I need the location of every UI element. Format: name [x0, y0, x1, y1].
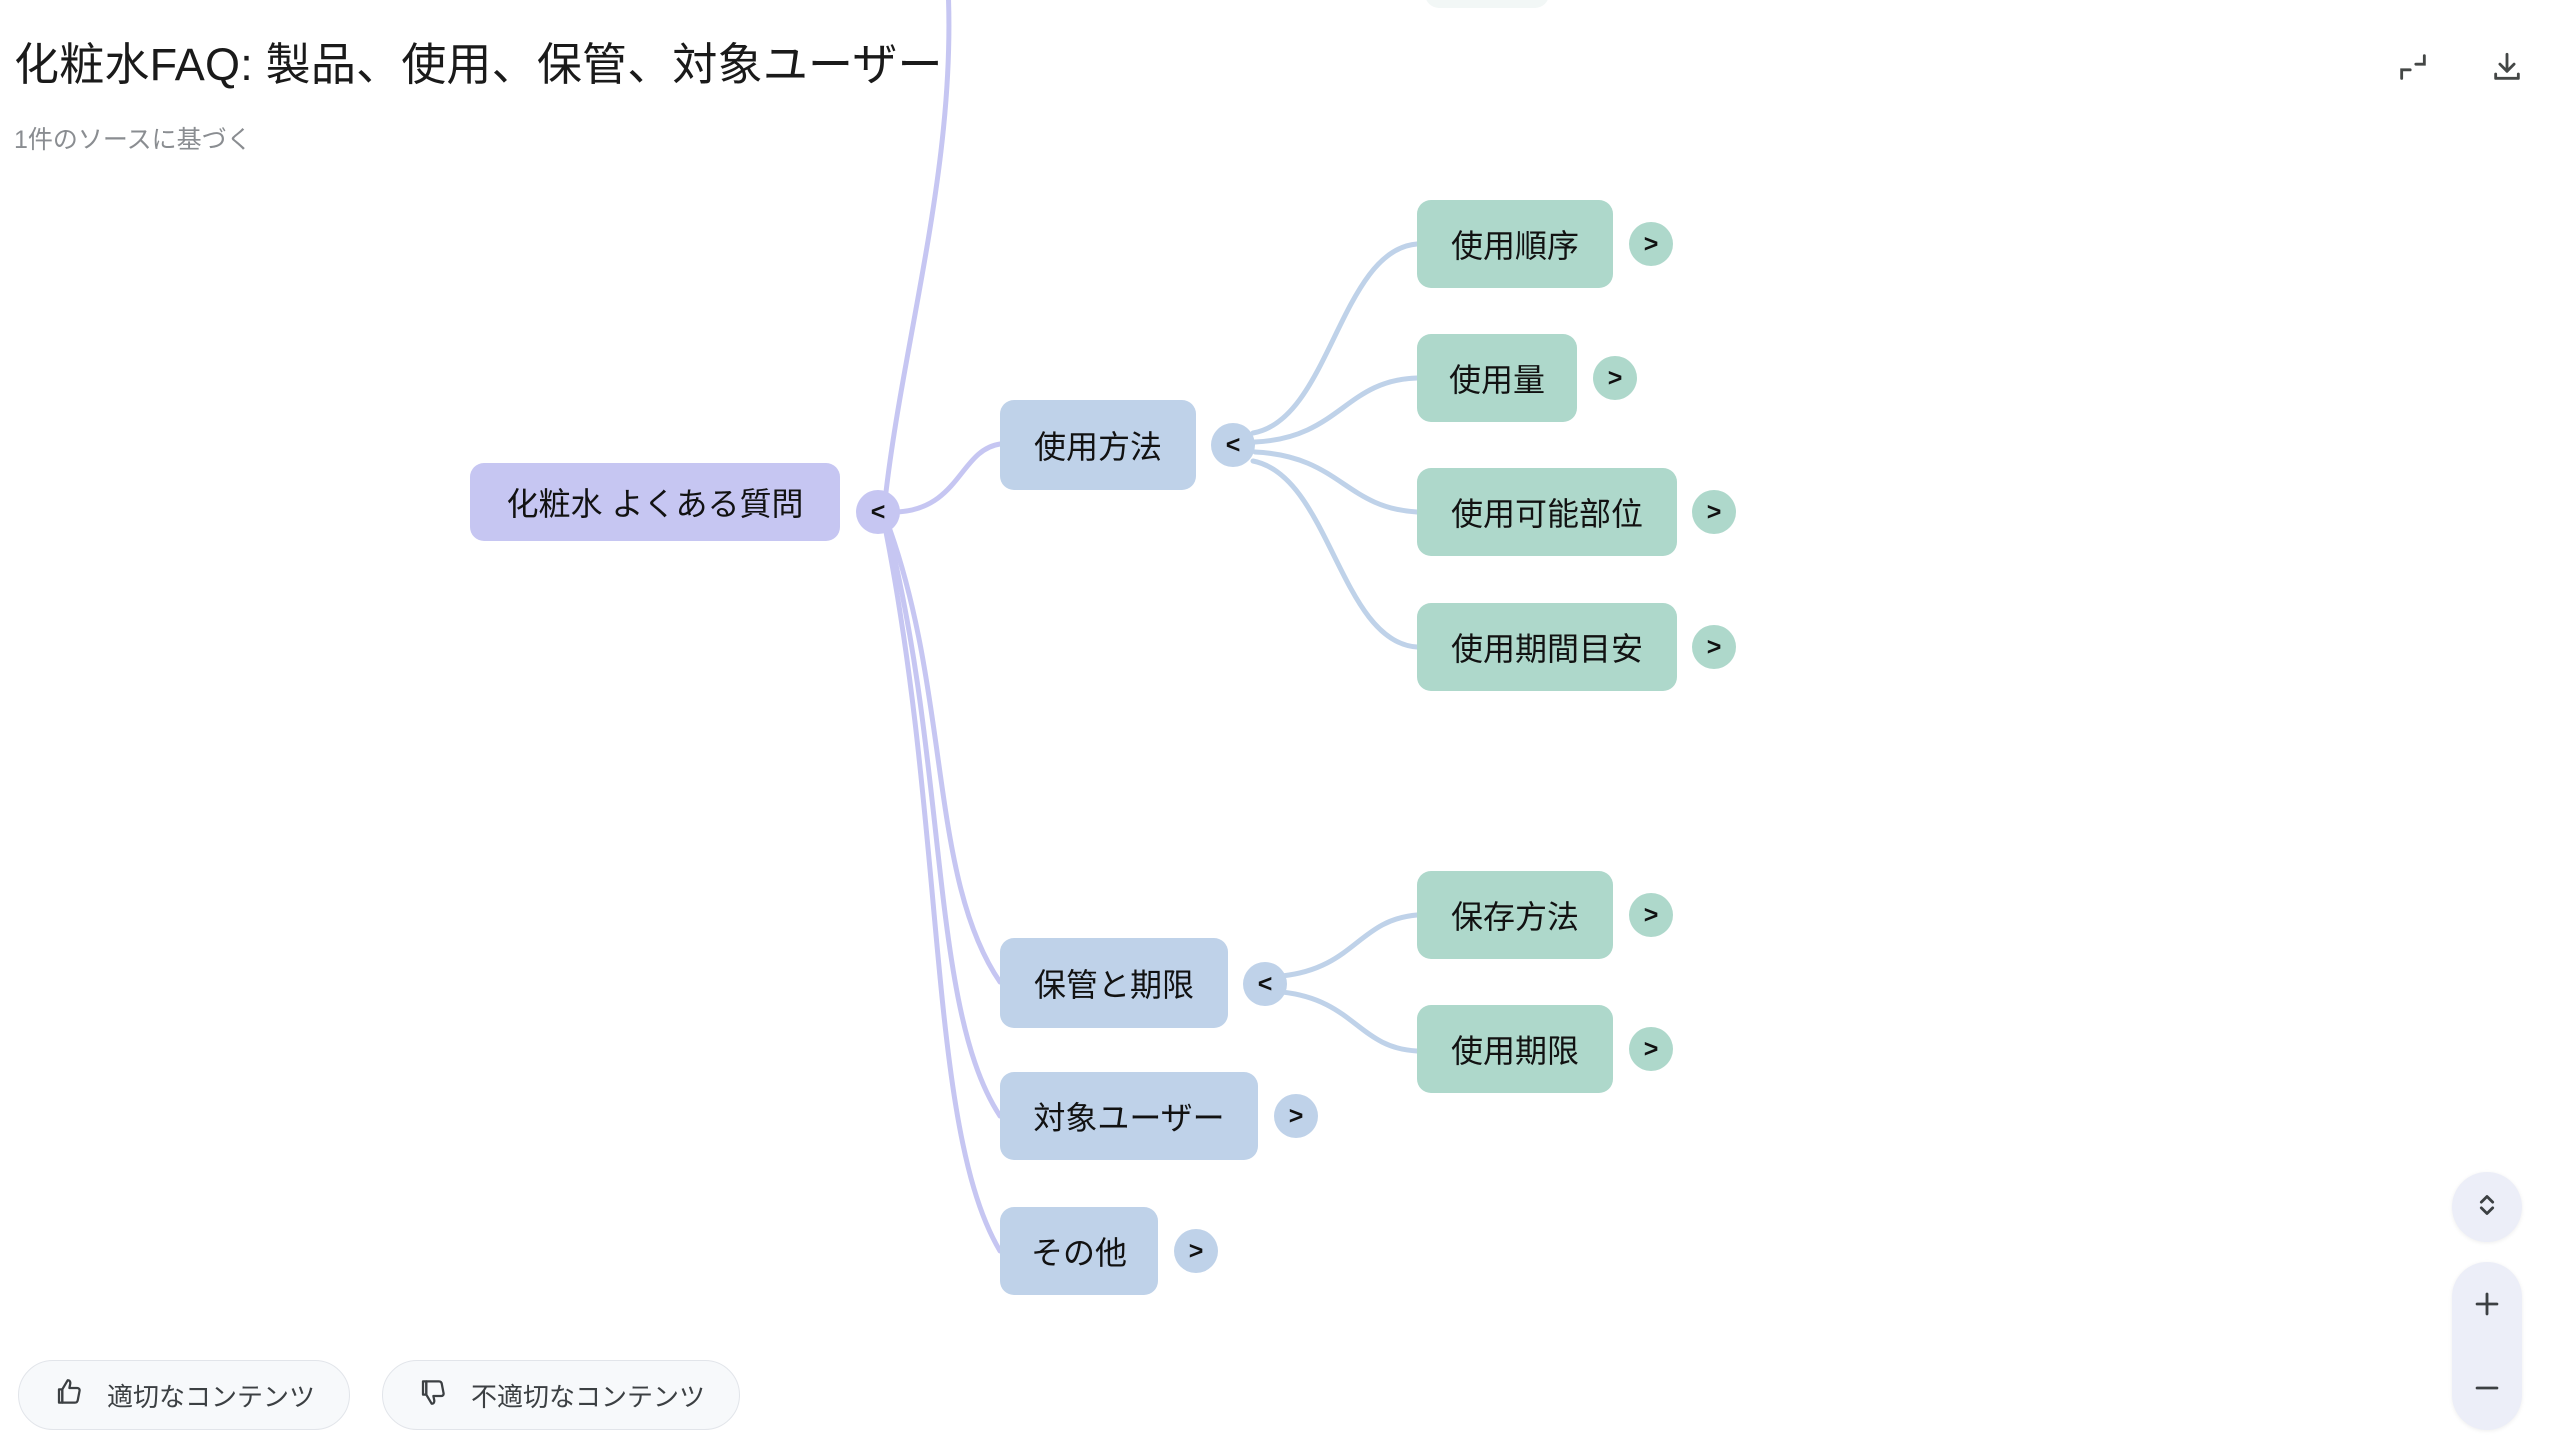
- toggle-branch-1[interactable]: <: [1243, 962, 1287, 1006]
- thumbs-up-icon: [53, 1376, 85, 1415]
- mindmap-node-branch-0[interactable]: 使用方法: [1000, 400, 1196, 490]
- toggle-chevron-icon: >: [1643, 229, 1659, 258]
- download-icon[interactable]: [2486, 46, 2528, 88]
- mindmap-node-branch-0-child-1[interactable]: 使用量: [1417, 334, 1577, 422]
- node-label: その他: [1030, 1235, 1127, 1271]
- source-count-label: 1件のソースに基づく: [14, 126, 252, 154]
- toggle-branch-0[interactable]: <: [1211, 423, 1255, 467]
- negative-feedback-button[interactable]: 不適切なコンテンツ: [382, 1360, 741, 1430]
- mindmap-node-branch-1-child-1[interactable]: 使用期限: [1417, 1005, 1613, 1093]
- mindmap-node-branch-0-child-2[interactable]: 使用可能部位: [1417, 468, 1677, 556]
- mindmap-node-branch-2[interactable]: 対象ユーザー: [1000, 1072, 1258, 1160]
- toggle-branch-2[interactable]: >: [1274, 1094, 1318, 1138]
- mindmap-node-branch-1[interactable]: 保管と期限: [1000, 938, 1228, 1028]
- positive-feedback-button[interactable]: 適切なコンテンツ: [18, 1360, 351, 1430]
- node-label: 保管と期限: [1033, 967, 1194, 1003]
- toggle-chevron-icon: <: [1225, 430, 1241, 459]
- node-label: 使用量: [1448, 362, 1545, 398]
- toggle-branch-0-child-3[interactable]: >: [1692, 625, 1736, 669]
- toggle-chevron-icon: >: [1643, 1034, 1659, 1063]
- toggle-chevron-icon: >: [1706, 497, 1722, 526]
- toggle-branch-1-child-0[interactable]: >: [1629, 893, 1673, 937]
- node-label: 使用順序: [1450, 228, 1579, 264]
- feedback-bar: 適切なコンテンツ 不適切なコンテンツ: [18, 1360, 741, 1430]
- fit-to-screen-button[interactable]: [2452, 1172, 2522, 1242]
- toggle-chevron-icon: <: [870, 497, 886, 526]
- toggle-branch-3[interactable]: >: [1174, 1229, 1218, 1273]
- toggle-root[interactable]: <: [856, 490, 900, 534]
- zoom-in-button[interactable]: [2452, 1276, 2522, 1332]
- page-header: 化粧水FAQ: 製品、使用、保管、対象ユーザー 1件のソースに基づく: [0, 0, 2558, 170]
- negative-feedback-label: 不適切なコンテンツ: [471, 1381, 706, 1412]
- toggle-chevron-icon: >: [1643, 900, 1659, 929]
- node-label: 保存方法: [1450, 899, 1579, 935]
- toggle-branch-0-child-0[interactable]: >: [1629, 222, 1673, 266]
- node-label: 使用期間目安: [1450, 631, 1643, 667]
- toggle-chevron-icon: >: [1607, 363, 1623, 392]
- page-title: 化粧水FAQ: 製品、使用、保管、対象ユーザー: [14, 39, 943, 90]
- node-label: 使用可能部位: [1450, 496, 1643, 532]
- header-actions: [2392, 46, 2528, 88]
- offscreen-node-fragment: [1425, 0, 1549, 8]
- node-label: 化粧水 よくある質問: [506, 486, 804, 522]
- thumbs-down-icon: [417, 1376, 449, 1415]
- toggle-branch-0-child-1[interactable]: >: [1593, 356, 1637, 400]
- toggle-chevron-icon: <: [1257, 969, 1273, 998]
- mindmap-node-branch-3[interactable]: その他: [1000, 1207, 1158, 1295]
- mindmap-node-branch-0-child-3[interactable]: 使用期間目安: [1417, 603, 1677, 691]
- collapse-icon[interactable]: [2392, 46, 2434, 88]
- fit-to-screen-icon: [2470, 1188, 2504, 1227]
- positive-feedback-label: 適切なコンテンツ: [107, 1381, 316, 1412]
- toggle-branch-0-child-2[interactable]: >: [1692, 490, 1736, 534]
- zoom-out-button[interactable]: [2452, 1360, 2522, 1416]
- node-label: 対象ユーザー: [1033, 1100, 1225, 1136]
- zoom-in-out-group: [2452, 1262, 2522, 1430]
- toggle-chevron-icon: >: [1188, 1236, 1204, 1265]
- toggle-branch-1-child-1[interactable]: >: [1629, 1027, 1673, 1071]
- node-label: 使用期限: [1450, 1033, 1579, 1069]
- mindmap-node-branch-1-child-0[interactable]: 保存方法: [1417, 871, 1613, 959]
- zoom-controls: [2452, 1172, 2522, 1430]
- mindmap-node-root[interactable]: 化粧水 よくある質問: [470, 463, 840, 541]
- toggle-chevron-icon: >: [1706, 632, 1722, 661]
- toggle-chevron-icon: >: [1288, 1101, 1304, 1130]
- mindmap-node-branch-0-child-0[interactable]: 使用順序: [1417, 200, 1613, 288]
- node-label: 使用方法: [1033, 429, 1162, 465]
